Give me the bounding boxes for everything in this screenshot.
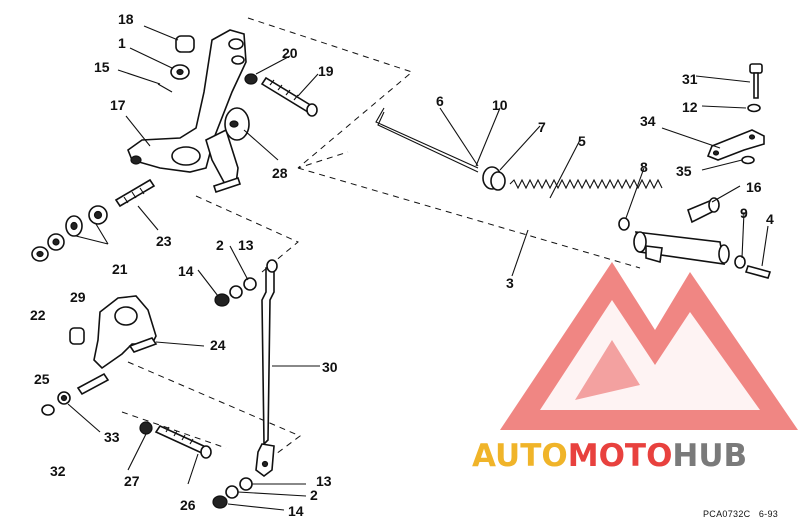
callout-34: 34 [640, 113, 656, 129]
washer-1 [170, 64, 190, 80]
nut-32 [41, 404, 55, 416]
svg-text:AUTOMOTOHUB: AUTOMOTOHUB [472, 438, 747, 474]
callout-16: 16 [746, 179, 762, 195]
link-rod-30 [255, 259, 278, 477]
callout-14-upper: 14 [178, 263, 194, 279]
callout-14-lower: 14 [288, 503, 304, 519]
drawing-date: 6-93 [758, 509, 779, 519]
callout-7: 7 [538, 119, 546, 135]
callout-35: 35 [676, 163, 692, 179]
callout-29: 29 [70, 289, 86, 305]
nut-20 [244, 73, 258, 85]
collar-7 [482, 166, 506, 191]
callout-24: 24 [210, 337, 226, 353]
callout-19: 19 [318, 63, 334, 79]
stud-lower [76, 372, 110, 396]
washer-35 [741, 155, 755, 165]
plunger-16 [687, 197, 720, 224]
housing-3 [633, 231, 730, 265]
callout-23: 23 [156, 233, 172, 249]
watermark-logo [500, 262, 798, 430]
bushing-18 [175, 35, 195, 53]
callout-1: 1 [118, 35, 126, 51]
lower-lever-bracket-24 [93, 295, 158, 370]
watermark-auto: AUTO [472, 438, 568, 474]
callout-4: 4 [766, 211, 774, 227]
callout-25: 25 [34, 371, 50, 387]
screw-26 [154, 424, 212, 459]
callout-20: 20 [282, 45, 298, 61]
washer-8 [618, 217, 630, 231]
screw-19 [260, 76, 318, 117]
callout-2-upper: 2 [216, 237, 224, 253]
callout-27: 27 [124, 473, 140, 489]
bushing-25 [69, 327, 85, 345]
callout-8: 8 [640, 159, 648, 175]
callout-12: 12 [682, 99, 698, 115]
callout-31: 31 [682, 71, 698, 87]
callout-33: 33 [104, 429, 120, 445]
watermark-moto: MOTO [568, 438, 673, 474]
stud-23 [114, 178, 156, 208]
stud-lower-bracket [212, 176, 242, 194]
washer-29 [47, 233, 65, 251]
callout-6: 6 [436, 93, 444, 109]
callout-10: 10 [492, 97, 508, 113]
callout-28: 28 [272, 165, 288, 181]
washer-33 [57, 391, 71, 405]
callout-13-upper: 13 [238, 237, 254, 253]
callout-18: 18 [118, 11, 134, 27]
spacer-group-21 [65, 205, 108, 237]
roller-28 [224, 107, 250, 141]
callout-22: 22 [30, 307, 46, 323]
callout-13-lower: 13 [316, 473, 332, 489]
callout-15: 15 [94, 59, 110, 75]
screw-4 [744, 265, 772, 279]
watermark-text: AUTOMOTOHUB [472, 438, 747, 474]
drawing-code: PCA0732C [703, 509, 751, 519]
washer-9 [734, 255, 746, 269]
callout-5: 5 [578, 133, 586, 149]
bracket-34 [706, 129, 765, 161]
spring-5 [509, 178, 663, 190]
upper-lever-bracket [127, 29, 247, 187]
callout-26: 26 [180, 497, 196, 513]
washer-12 [747, 103, 761, 113]
fasteners-upper-2-13-14 [214, 277, 257, 307]
callout-labels: 18 1 15 17 20 19 28 23 21 22 29 2 13 14 … [30, 11, 774, 519]
watermark-hub: HUB [672, 438, 747, 474]
callout-21: 21 [112, 261, 128, 277]
callout-30: 30 [322, 359, 338, 375]
callout-2-lower: 2 [310, 487, 318, 503]
callout-32: 32 [50, 463, 66, 479]
callout-9: 9 [740, 205, 748, 221]
shift-rod-6 [375, 107, 479, 173]
nut-27 [139, 421, 153, 435]
callout-3: 3 [506, 275, 514, 291]
screw-31 [749, 63, 763, 99]
cotter-pin-15 [157, 83, 173, 93]
callout-17: 17 [110, 97, 126, 113]
nut-22 [31, 246, 49, 262]
leader-lines [67, 25, 769, 511]
drawing-reference: PCA0732C 6-93 [703, 509, 778, 519]
